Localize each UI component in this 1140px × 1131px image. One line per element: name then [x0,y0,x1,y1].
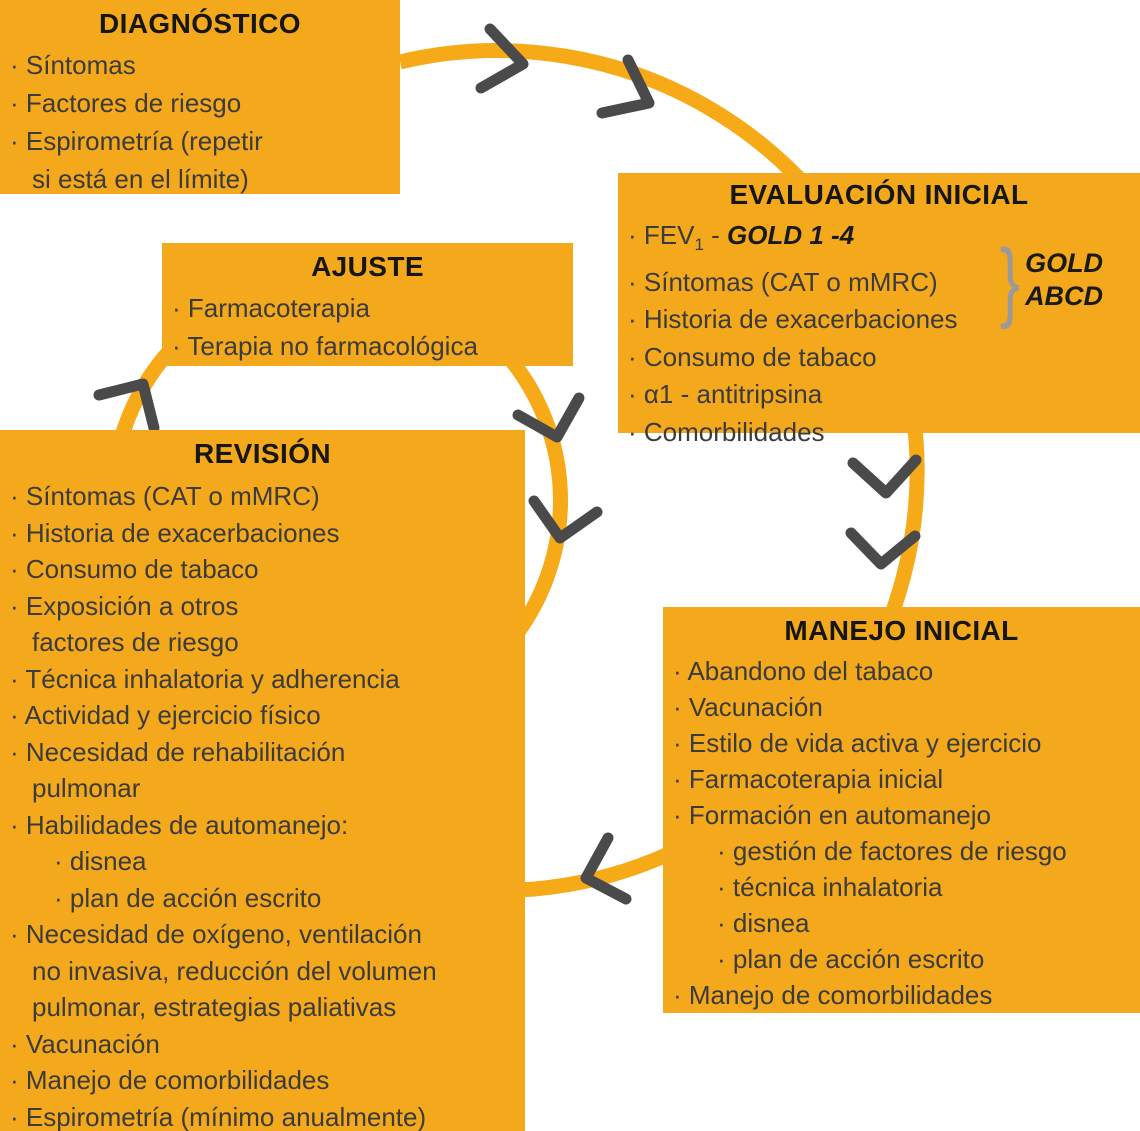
list-item: · Farmacoterapia [172,293,370,323]
gold-abcd-labels: GOLD ABCD [1025,247,1103,313]
revision-title: REVISIÓN [193,438,331,469]
chevron-left-up-icon [93,378,160,434]
list-item: · plan de acción escrito [717,944,985,974]
chevron-inner-2-icon [528,495,603,544]
list-item: · Abandono del tabaco [673,656,934,686]
list-item: · disnea [717,908,810,938]
manejo-inicial-box: MANEJO INICIAL · Abandono del tabaco · Va… [663,607,1140,1013]
list-item: · Formación en automanejo [673,800,991,830]
chevron-top-1-icon [475,23,529,94]
abcd-label: ABCD [1025,281,1104,311]
fev-dash: - [703,220,728,250]
list-item: · Habilidades de automanejo: [10,809,349,840]
gold-label: GOLD [1025,248,1104,278]
ajuste-items: · Farmacoterapia · Terapia no farmacológi… [162,283,573,365]
list-item: · Espirometría (repetir [10,126,263,156]
gold-1-4-label: GOLD 1 -4 [727,220,855,250]
list-item: · Espirometría (mínimo anualmente) [10,1101,427,1131]
list-item: · Consumo de tabaco [10,554,259,584]
list-item: · Farmacoterapia inicial [673,764,944,794]
diagnostico-title: DIAGNÓSTICO [99,8,301,39]
list-item: · α1 - antitripsina [628,379,823,410]
list-item: · Manejo de comorbilidades [673,980,993,1010]
list-item: · Manejo de comorbilidades [10,1065,330,1095]
list-item: · plan de acción escrito [54,882,322,913]
diagnostico-box: DIAGNÓSTICO · Síntomas · Factores de ries… [0,0,400,194]
list-item: · Necesidad de oxígeno, ventilación [10,919,422,949]
fev-subscript: 1 [694,235,704,255]
manejo-title: MANEJO INICIAL [784,615,1019,646]
list-item: factores de riesgo [32,627,239,657]
chevron-bottom-icon [580,832,632,905]
flow-chevrons [93,23,922,905]
list-item: · Terapia no farmacológica [172,331,478,361]
list-item: · Historia de exacerbaciones [10,517,340,548]
ajuste-title: AJUSTE [311,251,424,282]
revision-items: · Síntomas (CAT o mMRC) · Historia de exa… [0,470,525,1131]
list-item: · Síntomas (CAT o mMRC) [628,266,938,297]
chevron-inner-1-icon [512,392,585,443]
diagnostico-items: · Síntomas · Factores de riesgo · Espirome… [0,40,400,198]
chevron-right-1-icon [847,454,922,499]
manejo-items: · Abandono del tabaco · Vacunación · Estil… [663,647,1140,1013]
fev-label: · FEV [628,220,695,250]
list-item: · Técnica inhalatoria y adherencia [10,663,400,694]
evaluacion-item-list: · Síntomas (CAT o mMRC) · Historia de exa… [618,264,1140,452]
revision-box: REVISIÓN · Síntomas (CAT o mMRC) · Histor… [0,430,525,1131]
list-item: no invasiva, reducción del volumen [32,955,437,986]
list-item: · gestión de factores de riesgo [717,836,1067,866]
list-item: · disnea [54,846,147,876]
list-item: · Actividad y ejercicio físico [10,700,321,730]
list-item: · Vacunación [10,1028,160,1059]
chevron-top-2-icon [596,54,655,119]
list-item: · Exposición a otros [10,590,239,621]
fev-gold-line: · FEV1 - GOLD 1 -4 [618,217,1140,264]
list-item: · Comorbilidades [628,416,825,447]
list-item: · Necesidad de rehabilitación [10,736,346,767]
list-item: · Factores de riesgo [10,88,242,118]
list-item: · Consumo de tabaco [628,341,877,372]
list-item: · técnica inhalatoria [717,872,943,902]
evaluacion-title: EVALUACIÓN INICIAL [729,179,1029,210]
list-item: · Síntomas (CAT o mMRC) [10,481,320,511]
evaluacion-inicial-box: EVALUACIÓN INICIAL · FEV1 - GOLD 1 -4 · … [618,173,1140,447]
ajuste-box: AJUSTE · Farmacoterapia · Terapia no farm… [162,243,573,366]
curly-brace: } [999,230,1021,330]
evaluacion-items: · FEV1 - GOLD 1 -4 · Síntomas (CAT o mMR… [618,211,1140,451]
list-item: · Historia de exacerbaciones [628,304,958,335]
gold-abcd-annotation: } GOLD ABCD [996,230,1103,330]
list-item: si está en el límite) [32,164,249,194]
list-item: pulmonar, estrategias paliativas [32,992,397,1022]
chevron-right-2-icon [845,527,921,570]
list-item: pulmonar [32,773,141,803]
list-item: · Estilo de vida activa y ejercicio [673,728,1042,758]
list-item: · Síntomas [10,50,136,80]
list-item: · Vacunación [673,692,823,722]
